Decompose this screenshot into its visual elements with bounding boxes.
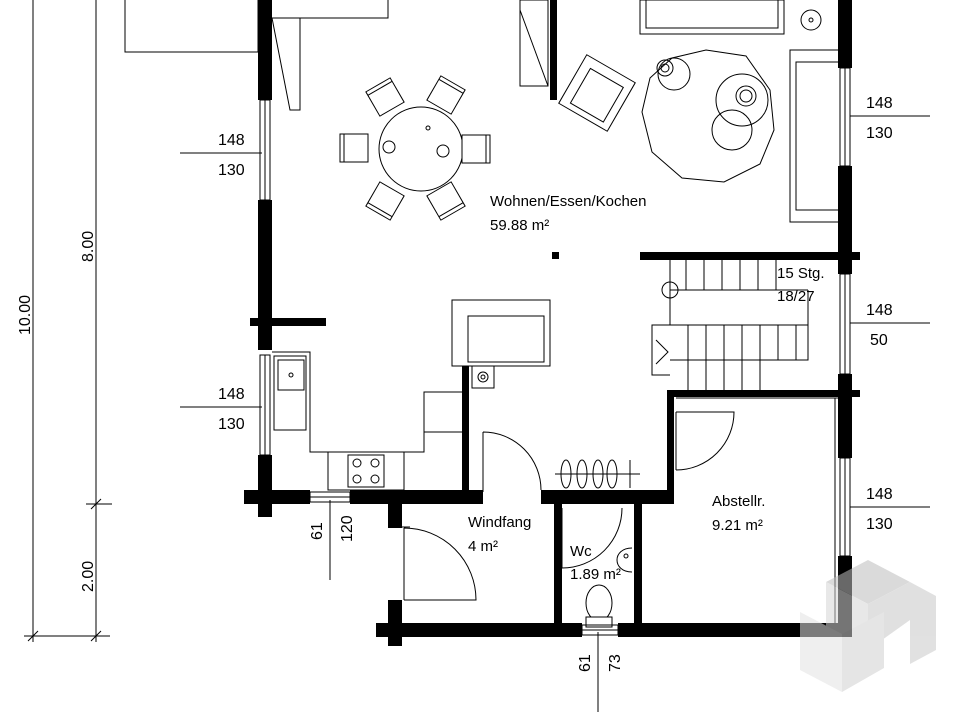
interior-lines bbox=[124, 0, 838, 632]
window-bottom-wc-height: 73 bbox=[607, 654, 624, 672]
dining-chair bbox=[365, 77, 405, 117]
window-right-2-height: 50 bbox=[870, 332, 888, 349]
dining-chair bbox=[365, 181, 405, 221]
window-right-1-height: 130 bbox=[866, 125, 893, 142]
room-name-entry: Windfang bbox=[468, 514, 531, 531]
doors bbox=[403, 411, 735, 601]
dining-chair bbox=[426, 181, 466, 221]
dimension-labels: 10.00 8.00 2.00 148 130 148 130 148 130 … bbox=[17, 95, 893, 672]
room-area-storage: 9.21 m² bbox=[712, 517, 763, 534]
window-left-upper-height: 130 bbox=[218, 162, 245, 179]
window-bottom-wc-width: 61 bbox=[577, 654, 594, 672]
stairs-ratio: 18/27 bbox=[777, 288, 815, 305]
window-left-lower-height: 130 bbox=[218, 416, 245, 433]
dining-chair bbox=[339, 133, 369, 163]
stairs-steps: 15 Stg. bbox=[777, 265, 825, 282]
room-area-living: 59.88 m² bbox=[490, 217, 549, 234]
dim-lower: 2.00 bbox=[80, 561, 97, 592]
window-left-lower-width: 148 bbox=[218, 386, 245, 403]
dining-chair bbox=[426, 75, 466, 115]
dining-chair bbox=[461, 134, 491, 164]
armchair bbox=[558, 54, 636, 132]
window-right-1-width: 148 bbox=[866, 95, 893, 112]
room-name-storage: Abstellr. bbox=[712, 493, 765, 510]
room-name-living: Wohnen/Essen/Kochen bbox=[490, 193, 647, 210]
window-bottom-entry-width: 61 bbox=[309, 522, 326, 540]
dimension-lines bbox=[24, 0, 930, 712]
window-right-2-width: 148 bbox=[866, 302, 893, 319]
dim-overall: 10.00 bbox=[17, 295, 34, 335]
room-area-wc: 1.89 m² bbox=[570, 566, 621, 583]
dim-upper: 8.00 bbox=[80, 231, 97, 262]
room-area-entry: 4 m² bbox=[468, 538, 498, 555]
cube-logo-icon bbox=[800, 560, 936, 692]
window-right-3-height: 130 bbox=[866, 516, 893, 533]
stair-treads bbox=[685, 258, 797, 390]
room-name-wc: Wc bbox=[570, 543, 592, 560]
window-bottom-entry-height: 120 bbox=[339, 515, 356, 542]
toilet bbox=[585, 584, 613, 628]
window-left-upper-width: 148 bbox=[218, 132, 245, 149]
window-right-3-width: 148 bbox=[866, 486, 893, 503]
walls bbox=[244, 0, 860, 646]
dining-set bbox=[339, 75, 491, 221]
lounge-furniture bbox=[558, 0, 841, 223]
room-labels: Wohnen/Essen/Kochen 59.88 m² Windfang 4 … bbox=[468, 193, 825, 583]
